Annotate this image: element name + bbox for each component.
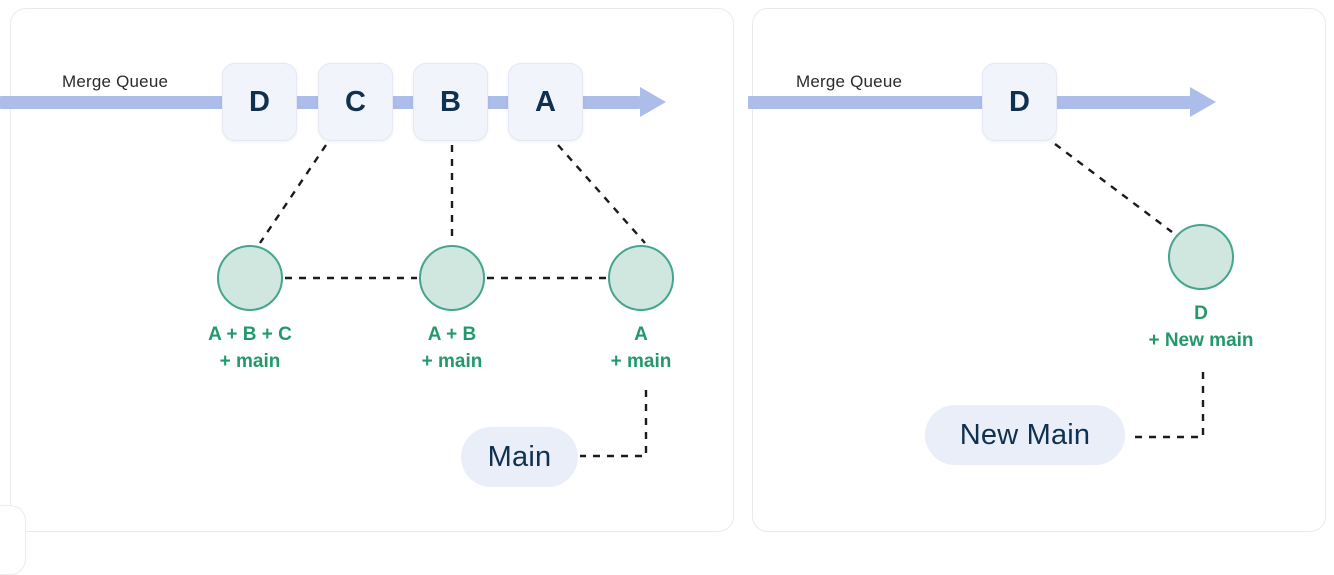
right-merge-queue-label: Merge Queue [796,72,903,91]
queue-item-d-right[interactable]: D [982,63,1057,141]
commit-label-d-line1: D [1194,303,1208,324]
left-merge-queue-label: Merge Queue [62,72,169,91]
commit-node-d[interactable] [1168,224,1234,290]
right-queue-arrow-shaft [748,96,1190,109]
commit-label-ab-line1: A + B [427,324,477,345]
commit-label-abc: A + B + C + main [170,322,330,376]
commit-node-ab[interactable] [419,245,485,311]
commit-label-abc-line2: + main [219,350,281,372]
queue-item-a[interactable]: A [508,63,583,141]
queue-item-b[interactable]: B [413,63,488,141]
commit-label-a-line1: A [634,324,648,345]
clipped-background-card [0,505,26,575]
commit-label-a: A + main [561,322,721,376]
diagram-canvas: Merge Queue D C B A A + B + C + main A + … [0,8,1326,575]
commit-node-a[interactable] [608,245,674,311]
left-queue-arrow-head [640,87,666,117]
queue-item-c[interactable]: C [318,63,393,141]
new-main-branch-pill[interactable]: New Main [925,405,1125,465]
commit-label-abc-line1: A + B + C [208,324,292,345]
commit-label-ab-line2: + main [421,350,483,372]
right-queue-arrow-head [1190,87,1216,117]
commit-label-a-line2: + main [610,350,672,372]
commit-label-d-line2: + New main [1148,329,1254,351]
commit-label-d: D + New main [1121,301,1281,355]
main-branch-pill[interactable]: Main [461,427,578,487]
commit-label-ab: A + B + main [372,322,532,376]
queue-item-d[interactable]: D [222,63,297,141]
commit-node-abc[interactable] [217,245,283,311]
